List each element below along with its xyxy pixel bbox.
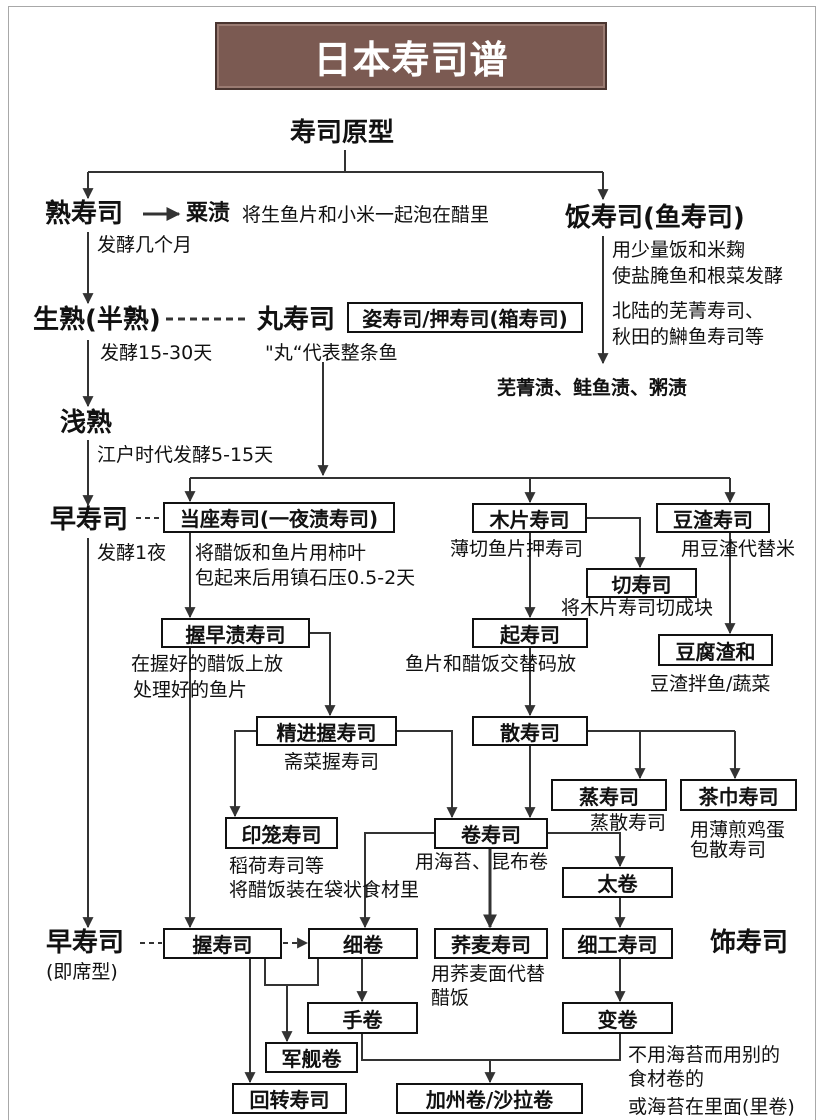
node-mushi: 蒸寿司 — [551, 779, 667, 811]
note-shojin: 斋菜握寿司 — [284, 751, 380, 773]
node-okoshi: 起寿司 — [472, 618, 588, 648]
note-soba-2: 醋饭 — [431, 987, 470, 1009]
node-iizushi-products: 芜菁渍、鲑鱼渍、粥渍 — [497, 377, 688, 399]
node-gunkan: 军舰卷 — [265, 1042, 358, 1073]
note-toza-2: 包起来后用镇石压0.5-2天 — [195, 567, 416, 589]
outer-frame — [8, 6, 816, 1120]
node-iizushi: 饭寿司(鱼寿司) — [565, 203, 745, 233]
note-iizushi-3: 北陆的芜菁寿司、 — [612, 300, 765, 322]
node-awazuke: 粟渍 — [186, 201, 231, 226]
note-soba-1: 用荞麦面代替 — [431, 963, 546, 985]
node-nare: 熟寿司 — [45, 199, 124, 229]
note-kawarimaki-3: 或海苔在里面(里卷) — [628, 1096, 795, 1118]
note-iizushi-1: 用少量饭和米麹 — [612, 239, 746, 261]
node-hosomaki: 细卷 — [308, 928, 418, 959]
note-kokera: 薄切鱼片押寿司 — [450, 538, 584, 560]
note-iizushi-2: 使盐腌鱼和根菜发酵 — [612, 265, 784, 287]
node-inro: 印笼寿司 — [225, 817, 338, 849]
note-okara: 用豆渣代替米 — [681, 538, 796, 560]
note-hayazushi: 发酵1夜 — [97, 542, 167, 564]
node-temaki: 手卷 — [307, 1002, 418, 1034]
node-hayazushi: 早寿司 — [50, 505, 129, 535]
note-inro-1: 稻荷寿司等 — [229, 855, 325, 877]
node-shojin: 精进握寿司 — [256, 716, 397, 746]
note-kawarimaki-2: 食材卷的 — [628, 1068, 705, 1090]
node-okara: 豆渣寿司 — [656, 503, 770, 533]
node-sugata: 姿寿司/押寿司(箱寿司) — [347, 302, 583, 333]
node-chakin: 茶巾寿司 — [680, 779, 797, 811]
node-kaiten: 回转寿司 — [232, 1083, 347, 1114]
node-california: 加州卷/沙拉卷 — [396, 1083, 583, 1114]
page-title: 日本寿司谱 — [313, 37, 509, 82]
note-chakin-2: 包散寿司 — [690, 839, 767, 861]
node-futomaki: 太卷 — [562, 867, 673, 898]
title-banner: 日本寿司谱 — [215, 22, 607, 90]
note-kiri: 将木片寿司切成块 — [561, 597, 714, 619]
note-tofu-okara: 豆渣拌鱼/蔬菜 — [650, 673, 771, 695]
node-kawarimaki: 变卷 — [562, 1002, 673, 1034]
note-iizushi-4: 秋田的鰰鱼寿司等 — [612, 326, 765, 348]
note-hayazushi-instant: (即席型) — [46, 961, 118, 983]
note-nigiri-hayazuke-1: 在握好的醋饭上放 — [131, 653, 284, 675]
node-nigiri-hayazuke: 握早渍寿司 — [161, 618, 310, 648]
node-toza: 当座寿司(一夜渍寿司) — [163, 502, 395, 533]
node-chirashi: 散寿司 — [472, 716, 588, 746]
node-asanare: 浅熟 — [60, 408, 113, 438]
note-okoshi: 鱼片和醋饭交替码放 — [405, 653, 577, 675]
node-kiri: 切寿司 — [586, 568, 697, 598]
note-maruzushi: "丸“代表整条鱼 — [265, 342, 398, 364]
node-kokera: 木片寿司 — [472, 503, 587, 533]
note-nare: 发酵几个月 — [97, 234, 193, 256]
note-awazuke: 将生鱼片和小米一起泡在醋里 — [242, 204, 490, 226]
node-tofu-okara: 豆腐渣和 — [658, 634, 773, 666]
node-maki: 卷寿司 — [434, 818, 548, 849]
node-maruzushi: 丸寿司 — [257, 305, 336, 335]
note-toza-1: 将醋饭和鱼片用柿叶 — [195, 542, 367, 564]
note-mushi: 蒸散寿司 — [590, 812, 667, 834]
node-saiku: 细工寿司 — [562, 928, 673, 959]
note-inro-2: 将醋饭装在袋状食材里 — [229, 879, 420, 901]
node-soba: 荞麦寿司 — [434, 928, 548, 959]
note-namanare: 发酵15-30天 — [100, 342, 213, 364]
note-maki: 用海苔、昆布卷 — [415, 851, 549, 873]
node-nigiri: 握寿司 — [163, 928, 282, 959]
note-nigiri-hayazuke-2: 处理好的鱼片 — [133, 679, 248, 701]
note-chakin-1: 用薄煎鸡蛋 — [690, 819, 786, 841]
node-namanare: 生熟(半熟) — [33, 305, 161, 335]
note-asanare: 江户时代发酵5-15天 — [97, 444, 274, 466]
node-origin: 寿司原型 — [290, 118, 395, 148]
node-kazari: 饰寿司 — [710, 928, 789, 958]
note-kawarimaki-1: 不用海苔而用别的 — [628, 1044, 781, 1066]
node-hayazushi-instant: 早寿司 — [46, 928, 125, 958]
